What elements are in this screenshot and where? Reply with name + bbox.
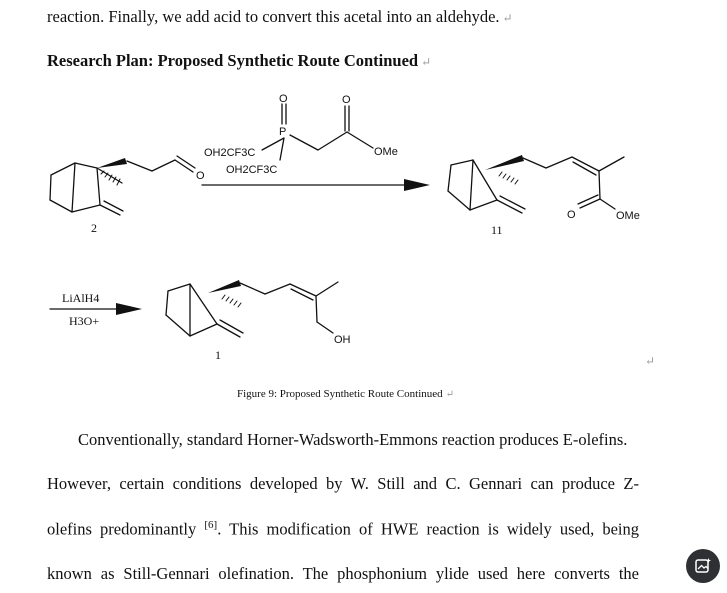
compound-11-label: 11 [491, 223, 503, 237]
compound-1-structure [165, 280, 339, 338]
compound-2-structure [49, 155, 196, 216]
compound-2-oxygen: O [196, 170, 205, 182]
reagent-trifluoroethoxy-2: OH2CF3C [226, 164, 277, 176]
reagent-carbonyl-oxygen: O [342, 94, 351, 106]
paragraph-line-1: Conventionally, standard Horner-Wadswort… [78, 430, 628, 449]
reaction-scheme: O 2 O P O OMe OH2CF3C OH2CF3C O OMe 11 L… [49, 93, 655, 368]
image-sparkle-icon [695, 558, 711, 573]
intro-line: reaction. Finally, we add acid to conver… [47, 7, 513, 26]
paragraph-mark: ↵ [645, 354, 655, 368]
compound-11-structure [447, 155, 625, 214]
paragraph-mark: ↵ [421, 55, 432, 69]
compound-11-oxygen: O [567, 209, 576, 221]
compound-2-label: 2 [91, 221, 97, 235]
hwe-reagent-structure [261, 103, 374, 161]
paragraph-line-3: olefins predominantly [6]. This modifica… [47, 519, 639, 539]
reagent-top-oxygen: O [279, 93, 288, 105]
compound-11-methoxy: OMe [616, 210, 640, 222]
reagent-trifluoroethoxy-1: OH2CF3C [204, 147, 255, 159]
paragraph-mark: ↵ [502, 11, 513, 25]
reagent-methoxy: OMe [374, 146, 398, 158]
citation-ref[interactable]: [6] [204, 519, 218, 531]
reagent-phosphorus: P [279, 126, 286, 138]
image-tool-button[interactable] [686, 549, 720, 583]
step2-reagent-lialh4: LiAlH4 [62, 291, 99, 305]
figure-caption: Figure 9: Proposed Synthetic Route Conti… [237, 388, 455, 400]
paragraph-line-2: However, certain conditions developed by… [47, 474, 639, 493]
section-heading: Research Plan: Proposed Synthetic Route … [47, 51, 432, 70]
compound-1-hydroxyl: OH [334, 334, 351, 346]
step2-reagent-h3o: H3O+ [69, 314, 99, 328]
compound-1-label: 1 [215, 348, 221, 362]
paragraph-line-4: known as Still-Gennari olefination. The … [47, 564, 639, 583]
paragraph-mark: ↵ [445, 389, 455, 400]
